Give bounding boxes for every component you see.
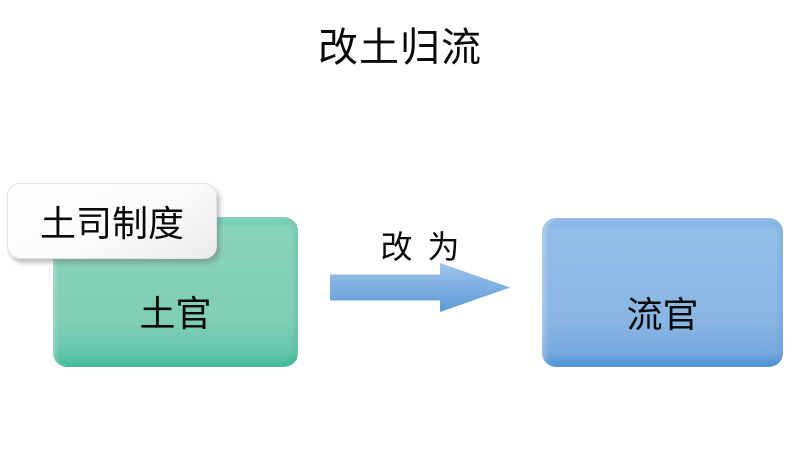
tusi-system-callout: 土司制度	[7, 183, 217, 259]
block-arrow-shape	[330, 263, 510, 312]
tusi-system-label: 土司制度	[39, 203, 184, 244]
liuguan-node: 流官	[542, 218, 783, 367]
arrow-right-icon	[330, 263, 510, 312]
page-title: 改土归流	[318, 26, 482, 70]
liuguan-node-label: 流官	[626, 293, 699, 335]
arrow-caption: 改 为	[380, 229, 460, 265]
tuguan-node-label: 土官	[139, 293, 212, 334]
